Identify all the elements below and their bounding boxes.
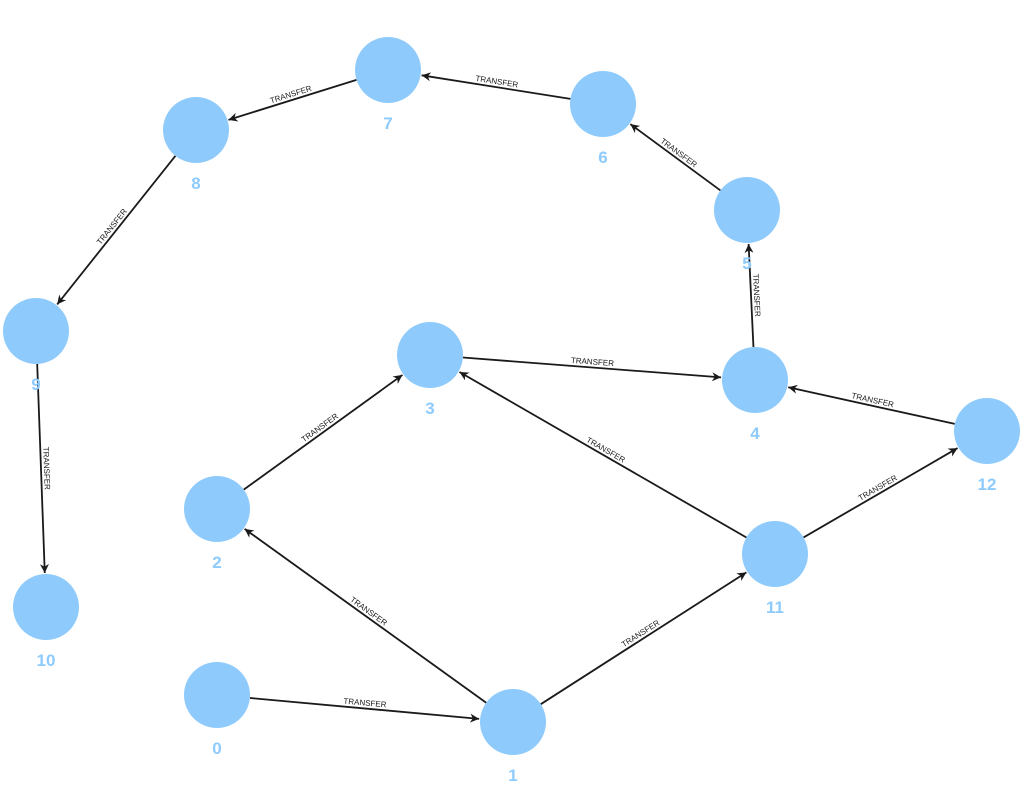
node-10[interactable]: 10	[13, 574, 79, 670]
edge-label: TRANSFER	[343, 697, 387, 710]
node-label: 6	[598, 148, 607, 167]
edge-label: TRANSFER	[571, 356, 615, 368]
node-circle[interactable]	[954, 398, 1020, 464]
node-label: 7	[383, 114, 392, 133]
node-circle[interactable]	[742, 521, 808, 587]
edge-1-11: TRANSFER	[540, 571, 747, 705]
edge-0-1: TRANSFER	[249, 697, 480, 723]
edge-arrow	[629, 123, 721, 192]
node-circle[interactable]	[714, 177, 780, 243]
node-label: 9	[31, 375, 40, 394]
node-circle[interactable]	[184, 476, 250, 542]
edge-arrow	[744, 243, 755, 348]
edge-arrow	[36, 363, 49, 574]
node-circle[interactable]	[722, 347, 788, 413]
edge-label: TRANSFER	[751, 273, 762, 317]
node-circle[interactable]	[184, 662, 250, 728]
node-circle[interactable]	[3, 298, 69, 364]
node-6[interactable]: 6	[570, 71, 636, 167]
node-label: 2	[212, 553, 221, 572]
edge-5-6: TRANSFER	[629, 123, 721, 192]
edge-2-3: TRANSFER	[243, 374, 403, 491]
node-7[interactable]: 7	[355, 37, 421, 133]
edge-arrow	[243, 374, 403, 491]
node-label: 8	[191, 174, 200, 193]
edge-11-3: TRANSFER	[459, 371, 747, 539]
edge-label: TRANSFER	[585, 435, 627, 464]
edge-11-12: TRANSFER	[803, 447, 959, 539]
node-11[interactable]: 11	[742, 521, 808, 617]
node-12[interactable]: 12	[954, 398, 1020, 494]
edge-label: TRANSFER	[659, 136, 699, 169]
edge-arrow	[249, 697, 480, 723]
edge-1-2: TRANSFER	[244, 528, 487, 704]
node-label: 1	[508, 766, 517, 785]
node-label: 11	[766, 598, 784, 617]
edge-arrow	[540, 571, 747, 705]
node-label: 0	[212, 739, 221, 758]
node-label: 4	[750, 424, 760, 443]
node-5[interactable]: 5	[714, 177, 780, 273]
edge-label: TRANSFER	[300, 411, 340, 444]
edge-arrow	[228, 78, 357, 122]
edge-9-10: TRANSFER	[36, 363, 52, 574]
node-0[interactable]: 0	[184, 662, 250, 758]
node-circle[interactable]	[163, 97, 229, 163]
edge-6-7: TRANSFER	[421, 72, 571, 100]
node-label: 10	[37, 651, 56, 670]
node-circle[interactable]	[355, 37, 421, 103]
node-3[interactable]: 3	[397, 322, 463, 418]
edge-label: TRANSFER	[269, 84, 313, 106]
edge-3-4: TRANSFER	[462, 356, 722, 382]
node-circle[interactable]	[570, 71, 636, 137]
node-1[interactable]: 1	[480, 689, 546, 785]
node-label: 12	[978, 475, 997, 494]
edge-label: TRANSFER	[41, 447, 52, 491]
edge-arrow	[803, 447, 959, 539]
edge-label: TRANSFER	[620, 618, 661, 649]
node-label: 5	[742, 254, 751, 273]
edge-arrow	[244, 528, 487, 704]
node-9[interactable]: 9	[3, 298, 69, 394]
node-2[interactable]: 2	[184, 476, 250, 572]
node-8[interactable]: 8	[163, 97, 229, 193]
edge-8-9: TRANSFER	[56, 155, 177, 305]
edges-layer: TRANSFER TRANSFER TRANSFER TRANSFER TRANSFER…	[36, 72, 959, 723]
edge-label: TRANSFER	[95, 207, 129, 247]
node-circle[interactable]	[480, 689, 546, 755]
edge-4-5: TRANSFER	[744, 243, 762, 348]
edge-arrow	[788, 384, 955, 425]
edge-7-8: TRANSFER	[228, 78, 357, 122]
edge-arrow	[459, 371, 747, 539]
node-circle[interactable]	[397, 322, 463, 388]
node-4[interactable]: 4	[722, 347, 788, 443]
node-circle[interactable]	[13, 574, 79, 640]
edge-arrow	[56, 155, 177, 305]
edge-12-4: TRANSFER	[788, 384, 955, 425]
edge-label: TRANSFER	[348, 595, 388, 628]
edge-label: TRANSFER	[857, 473, 899, 503]
node-label: 3	[425, 399, 434, 418]
edge-arrow	[462, 356, 722, 382]
edge-arrow	[421, 72, 571, 100]
